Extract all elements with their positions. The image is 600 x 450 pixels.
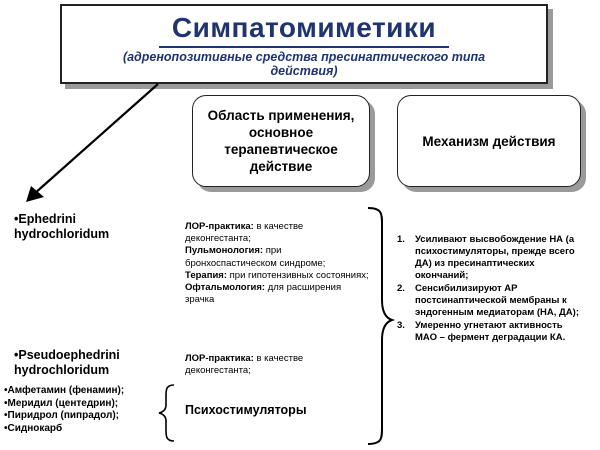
- psychostimulants-list: •Амфетамин (фенамин); •Меридил (центедри…: [4, 385, 124, 435]
- application-term: Офтальмология:: [185, 282, 266, 294]
- left-brace: [158, 384, 175, 442]
- list-item: •Сиднокарб: [4, 422, 63, 434]
- application-text: в качестве деконгестанта;: [185, 221, 304, 245]
- mechanism-number: 3.: [397, 320, 405, 331]
- application-term: ЛОР-практика:: [185, 221, 254, 232]
- page-title: Симпатомиметики: [171, 12, 437, 43]
- drug-ephedrine-label: •Ephedrini hydrochloridum: [14, 212, 110, 241]
- application-text: в качестве деконгестанта;: [185, 353, 304, 377]
- page-subtitle: (адренопозитивные средства пресинаптичес…: [122, 50, 486, 78]
- list-item: •Пиридрол (пипрадол);: [4, 410, 119, 421]
- title-underline: [159, 46, 449, 48]
- drug-ephedrine: •Ephedrini hydrochloridum: [14, 212, 134, 242]
- application-text: при гипотензивных состояниях;: [227, 269, 369, 281]
- applications-ephedrine: ЛОР-практика: в качестве деконгестанта; …: [185, 221, 370, 306]
- psychostimulants-label: Психостимуляторы: [185, 403, 307, 417]
- applications-pseudoephedrine: ЛОР-практика: в качестве деконгестанта;: [185, 353, 370, 377]
- mechanism-number: 1.: [397, 234, 405, 245]
- header-area-label: Область применения, основное терапевтиче…: [207, 108, 355, 174]
- mechanism-text: Умеренно угнетают активность МАО – ферме…: [415, 320, 566, 343]
- application-term: Терапия:: [185, 269, 227, 281]
- header-mechanism-label: Механизм действия: [422, 133, 556, 149]
- mechanism-item: 3. Умеренно угнетают активность МАО – фер…: [397, 320, 587, 344]
- title-box: Симпатомиметики (адренопозитивные средст…: [60, 4, 548, 84]
- right-brace: [367, 207, 396, 445]
- list-item: •Амфетамин (фенамин);: [4, 385, 125, 396]
- mechanism-item: 1. Усиливают высвобождение НА (а психости…: [397, 234, 587, 282]
- mechanism-item: 2. Сенсибилизируют АР постсинаптической м…: [397, 283, 587, 319]
- mechanism-list: 1. Усиливают высвобождение НА (а психости…: [397, 234, 587, 345]
- mechanism-number: 2.: [397, 283, 405, 294]
- application-item: Терапия: при гипотензивных состояниях;: [185, 270, 370, 282]
- application-item: ЛОР-практика: в качестве деконгестанта;: [185, 221, 370, 245]
- application-item: Офтальмология: для расширения зрачка: [185, 282, 370, 306]
- mechanism-text: Сенсибилизируют АР постсинаптической мем…: [415, 283, 579, 318]
- header-area-box: Область применения, основное терапевтиче…: [192, 95, 370, 187]
- list-item: •Меридил (центедрин);: [4, 397, 119, 409]
- application-text: для расширения зрачка: [185, 282, 342, 306]
- mechanism-text: Усиливают высвобождение НА (а психостиму…: [415, 234, 575, 281]
- header-mechanism-box: Механизм действия: [397, 95, 581, 187]
- drug-pseudoephedrine: •Pseudoephedrini hydrochloridum: [14, 348, 164, 378]
- application-term: ЛОР-практика:: [185, 353, 254, 364]
- application-text: при бронхоспастическом синдроме;: [185, 245, 326, 269]
- application-item: Пульмонология: при бронхоспастическом си…: [185, 245, 370, 269]
- application-term: Пульмонология:: [185, 245, 264, 257]
- drug-pseudoephedrine-label: •Pseudoephedrini hydrochloridum: [14, 348, 120, 377]
